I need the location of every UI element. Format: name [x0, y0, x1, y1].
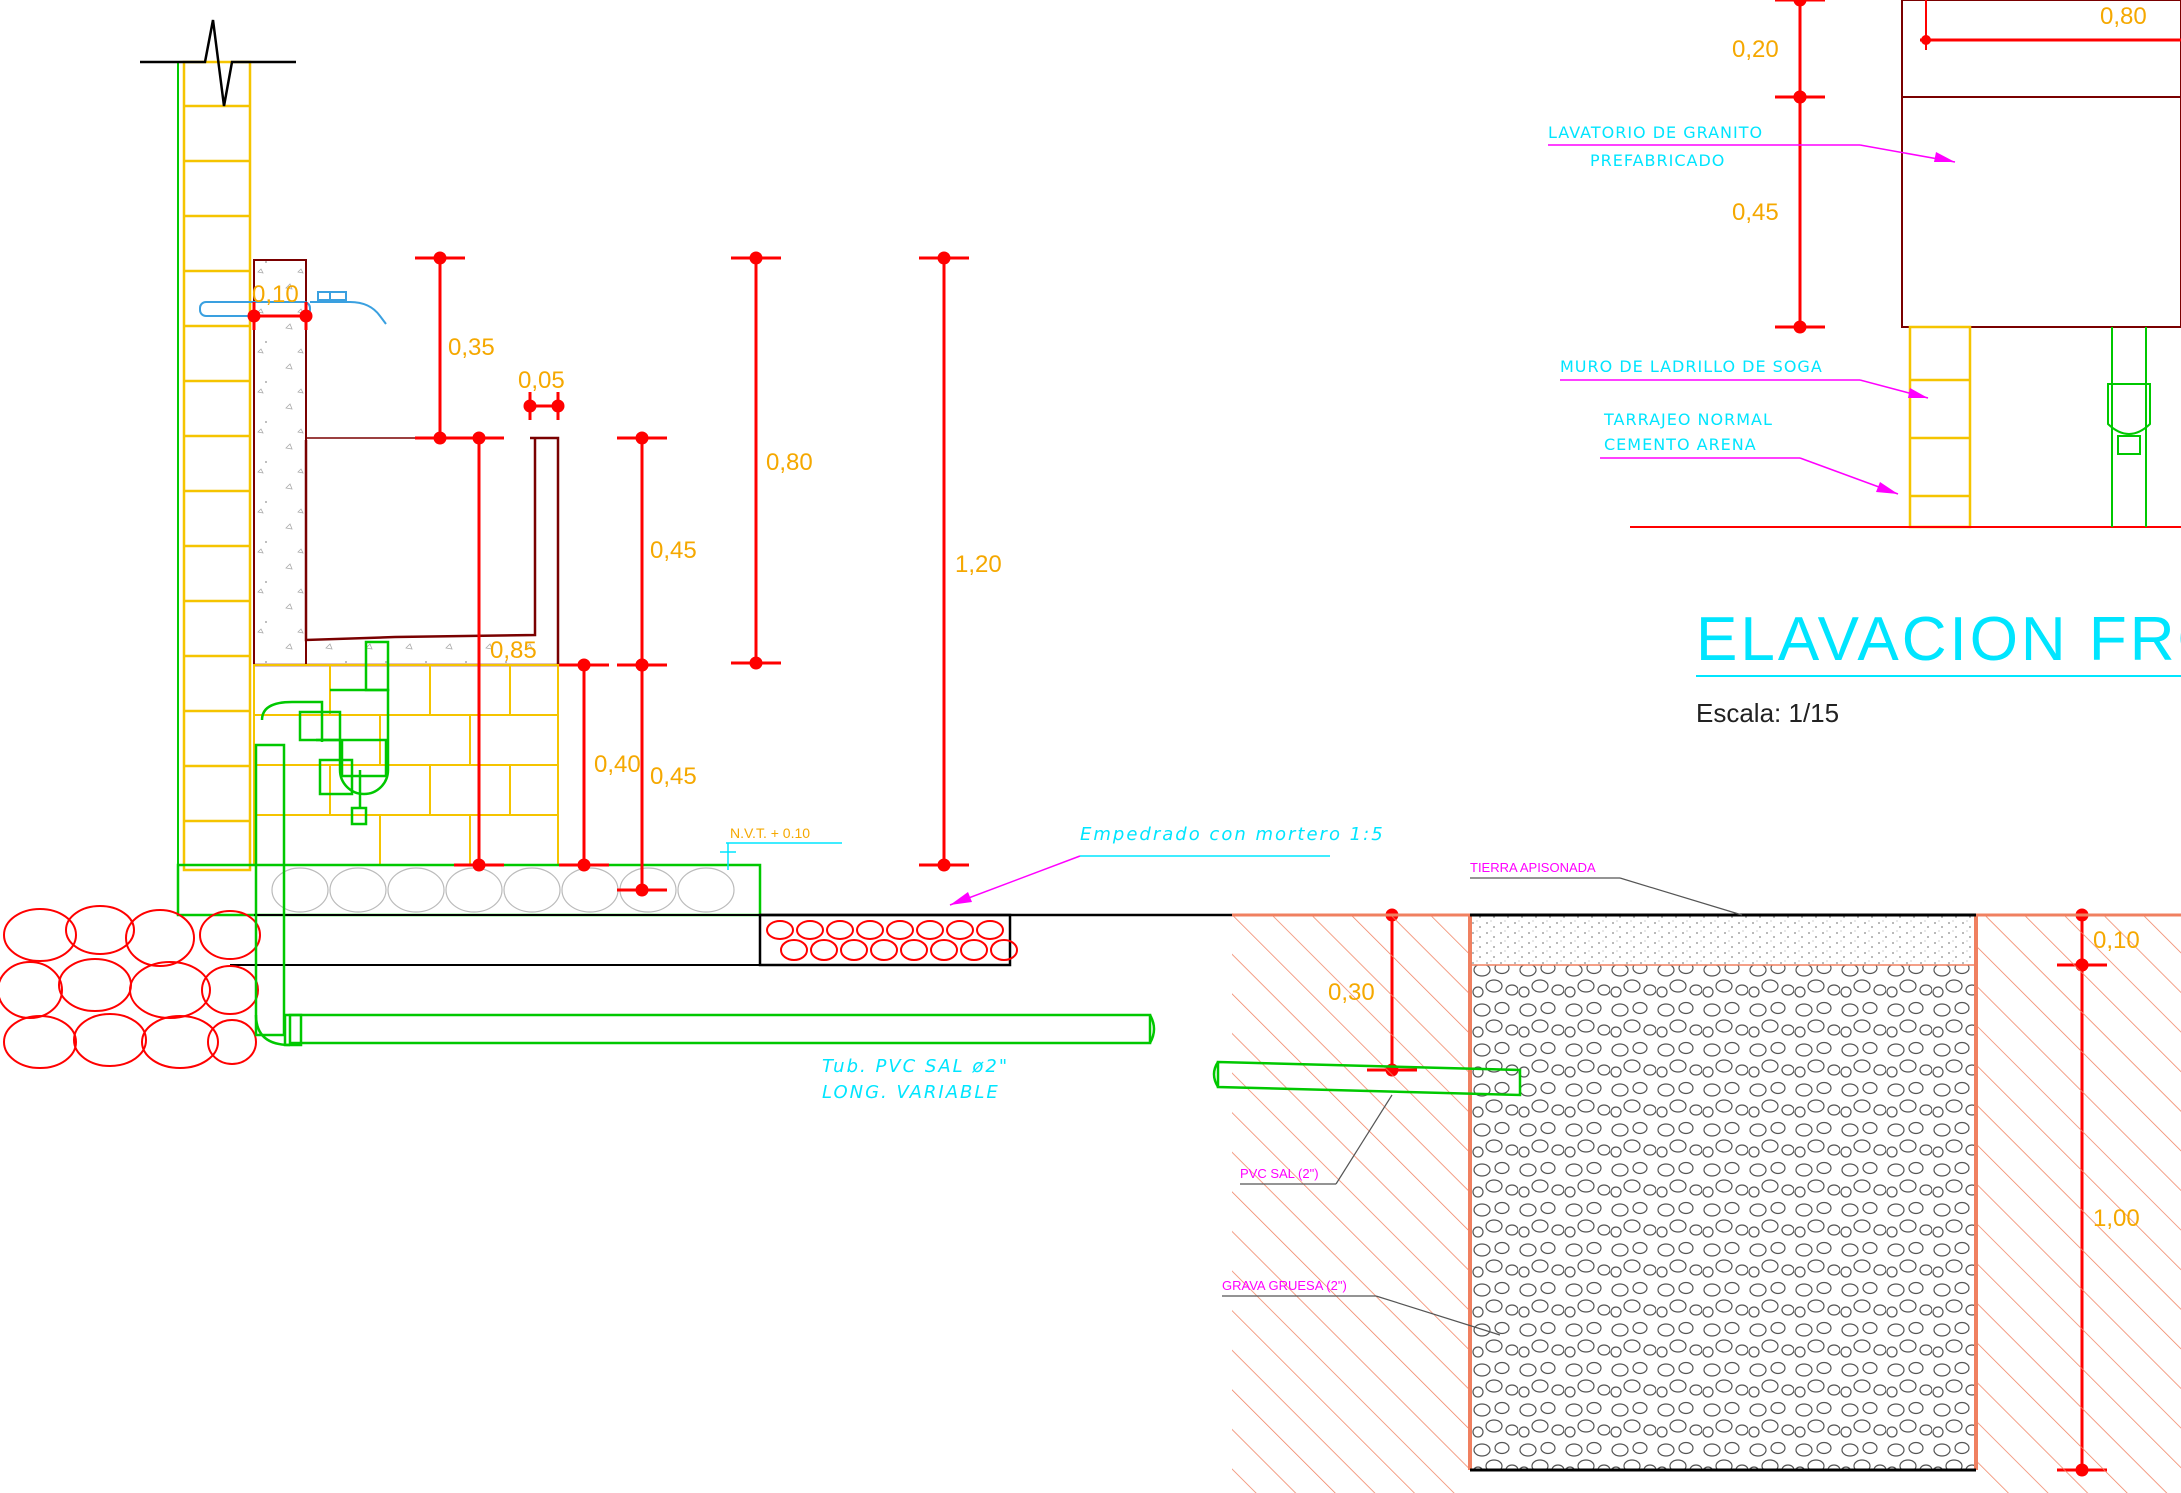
pit-inlet-pipe — [1212, 1060, 1522, 1097]
rubble-strip — [758, 913, 1018, 967]
lavatorio-label-1: LAVATORIO DE GRANITO — [1548, 123, 1763, 142]
sink-support-concrete — [253, 259, 560, 667]
dim-0-85: 0,85 — [490, 637, 537, 664]
pvc-sal-label: PVC SAL (2") — [1240, 1166, 1319, 1181]
grava-label: GRAVA GRUESA (2") — [1222, 1278, 1347, 1293]
dim-0-30: 0,30 — [1328, 979, 1375, 1006]
tube-label-line1: Tub. PVC SAL ø2" — [822, 1056, 1009, 1077]
dim-0-20-right: 0,20 — [1732, 36, 1779, 63]
tarrajeo-label-2: CEMENTO ARENA — [1604, 435, 1757, 454]
empedrado-callout: Empedrado con mortero 1:5 — [949, 824, 1385, 906]
dim-1-20: 1,20 — [955, 551, 1002, 578]
brick-base — [253, 664, 559, 866]
tube-label-line2: LONG. VARIABLE — [822, 1082, 1000, 1103]
dim-0-05: 0,05 — [518, 367, 565, 394]
dim-0-45-lower: 0,45 — [650, 763, 697, 790]
lavatorio-callout: LAVATORIO DE GRANITO PREFABRICADO — [1548, 123, 1956, 170]
brick-wall-column — [177, 60, 252, 872]
nvt-level-marker: N.V.T. + 0.10 — [720, 825, 842, 870]
drawing-title: ELAVACION FRO — [1696, 605, 2181, 674]
empedrado-label: Empedrado con mortero 1:5 — [1080, 824, 1385, 845]
pvc-sal-callout: PVC SAL (2") — [1240, 1094, 1393, 1185]
break-line-symbol — [140, 19, 296, 107]
muro-callout: MURO DE LADRILLO DE SOGA — [1560, 357, 1929, 399]
grava-callout: GRAVA GRUESA (2") — [1222, 1278, 1501, 1336]
dim-0-45-right: 0,45 — [1732, 199, 1779, 226]
pvc-drain-pipes — [254, 640, 1156, 1047]
dim-0-45-upper: 0,45 — [650, 537, 697, 564]
front-elevation: 0,80 — [1630, 0, 2181, 529]
dim-0-80-top: 0,80 — [2100, 3, 2147, 30]
dim-0-35: 0,35 — [448, 334, 495, 361]
dim-1-00: 1,00 — [2093, 1205, 2140, 1232]
dim-0-10-tap: 0,10 — [252, 281, 299, 308]
tierra-label: TIERRA APISONADA — [1470, 860, 1596, 875]
tarrajeo-callout: TARRAJEO NORMAL CEMENTO ARENA — [1600, 410, 1899, 495]
tarrajeo-label-1: TARRAJEO NORMAL — [1603, 410, 1773, 429]
tierra-callout: TIERRA APISONADA — [1470, 860, 1743, 916]
nvt-label: N.V.T. + 0.10 — [730, 825, 810, 841]
muro-label: MURO DE LADRILLO DE SOGA — [1560, 357, 1823, 376]
soak-pit — [1232, 913, 2181, 1493]
lavatorio-label-2: PREFABRICADO — [1590, 151, 1725, 170]
dim-0-10-pit: 0,10 — [2093, 927, 2140, 954]
rubble-stones-left — [0, 905, 261, 1069]
dim-0-80-left: 0,80 — [766, 449, 813, 476]
dim-0-40: 0,40 — [594, 751, 641, 778]
drawing-scale: Escala: 1/15 — [1696, 698, 1839, 728]
floor-slab — [176, 863, 762, 966]
drawing-title-block: ELAVACION FRO Escala: 1/15 — [1696, 605, 2181, 728]
